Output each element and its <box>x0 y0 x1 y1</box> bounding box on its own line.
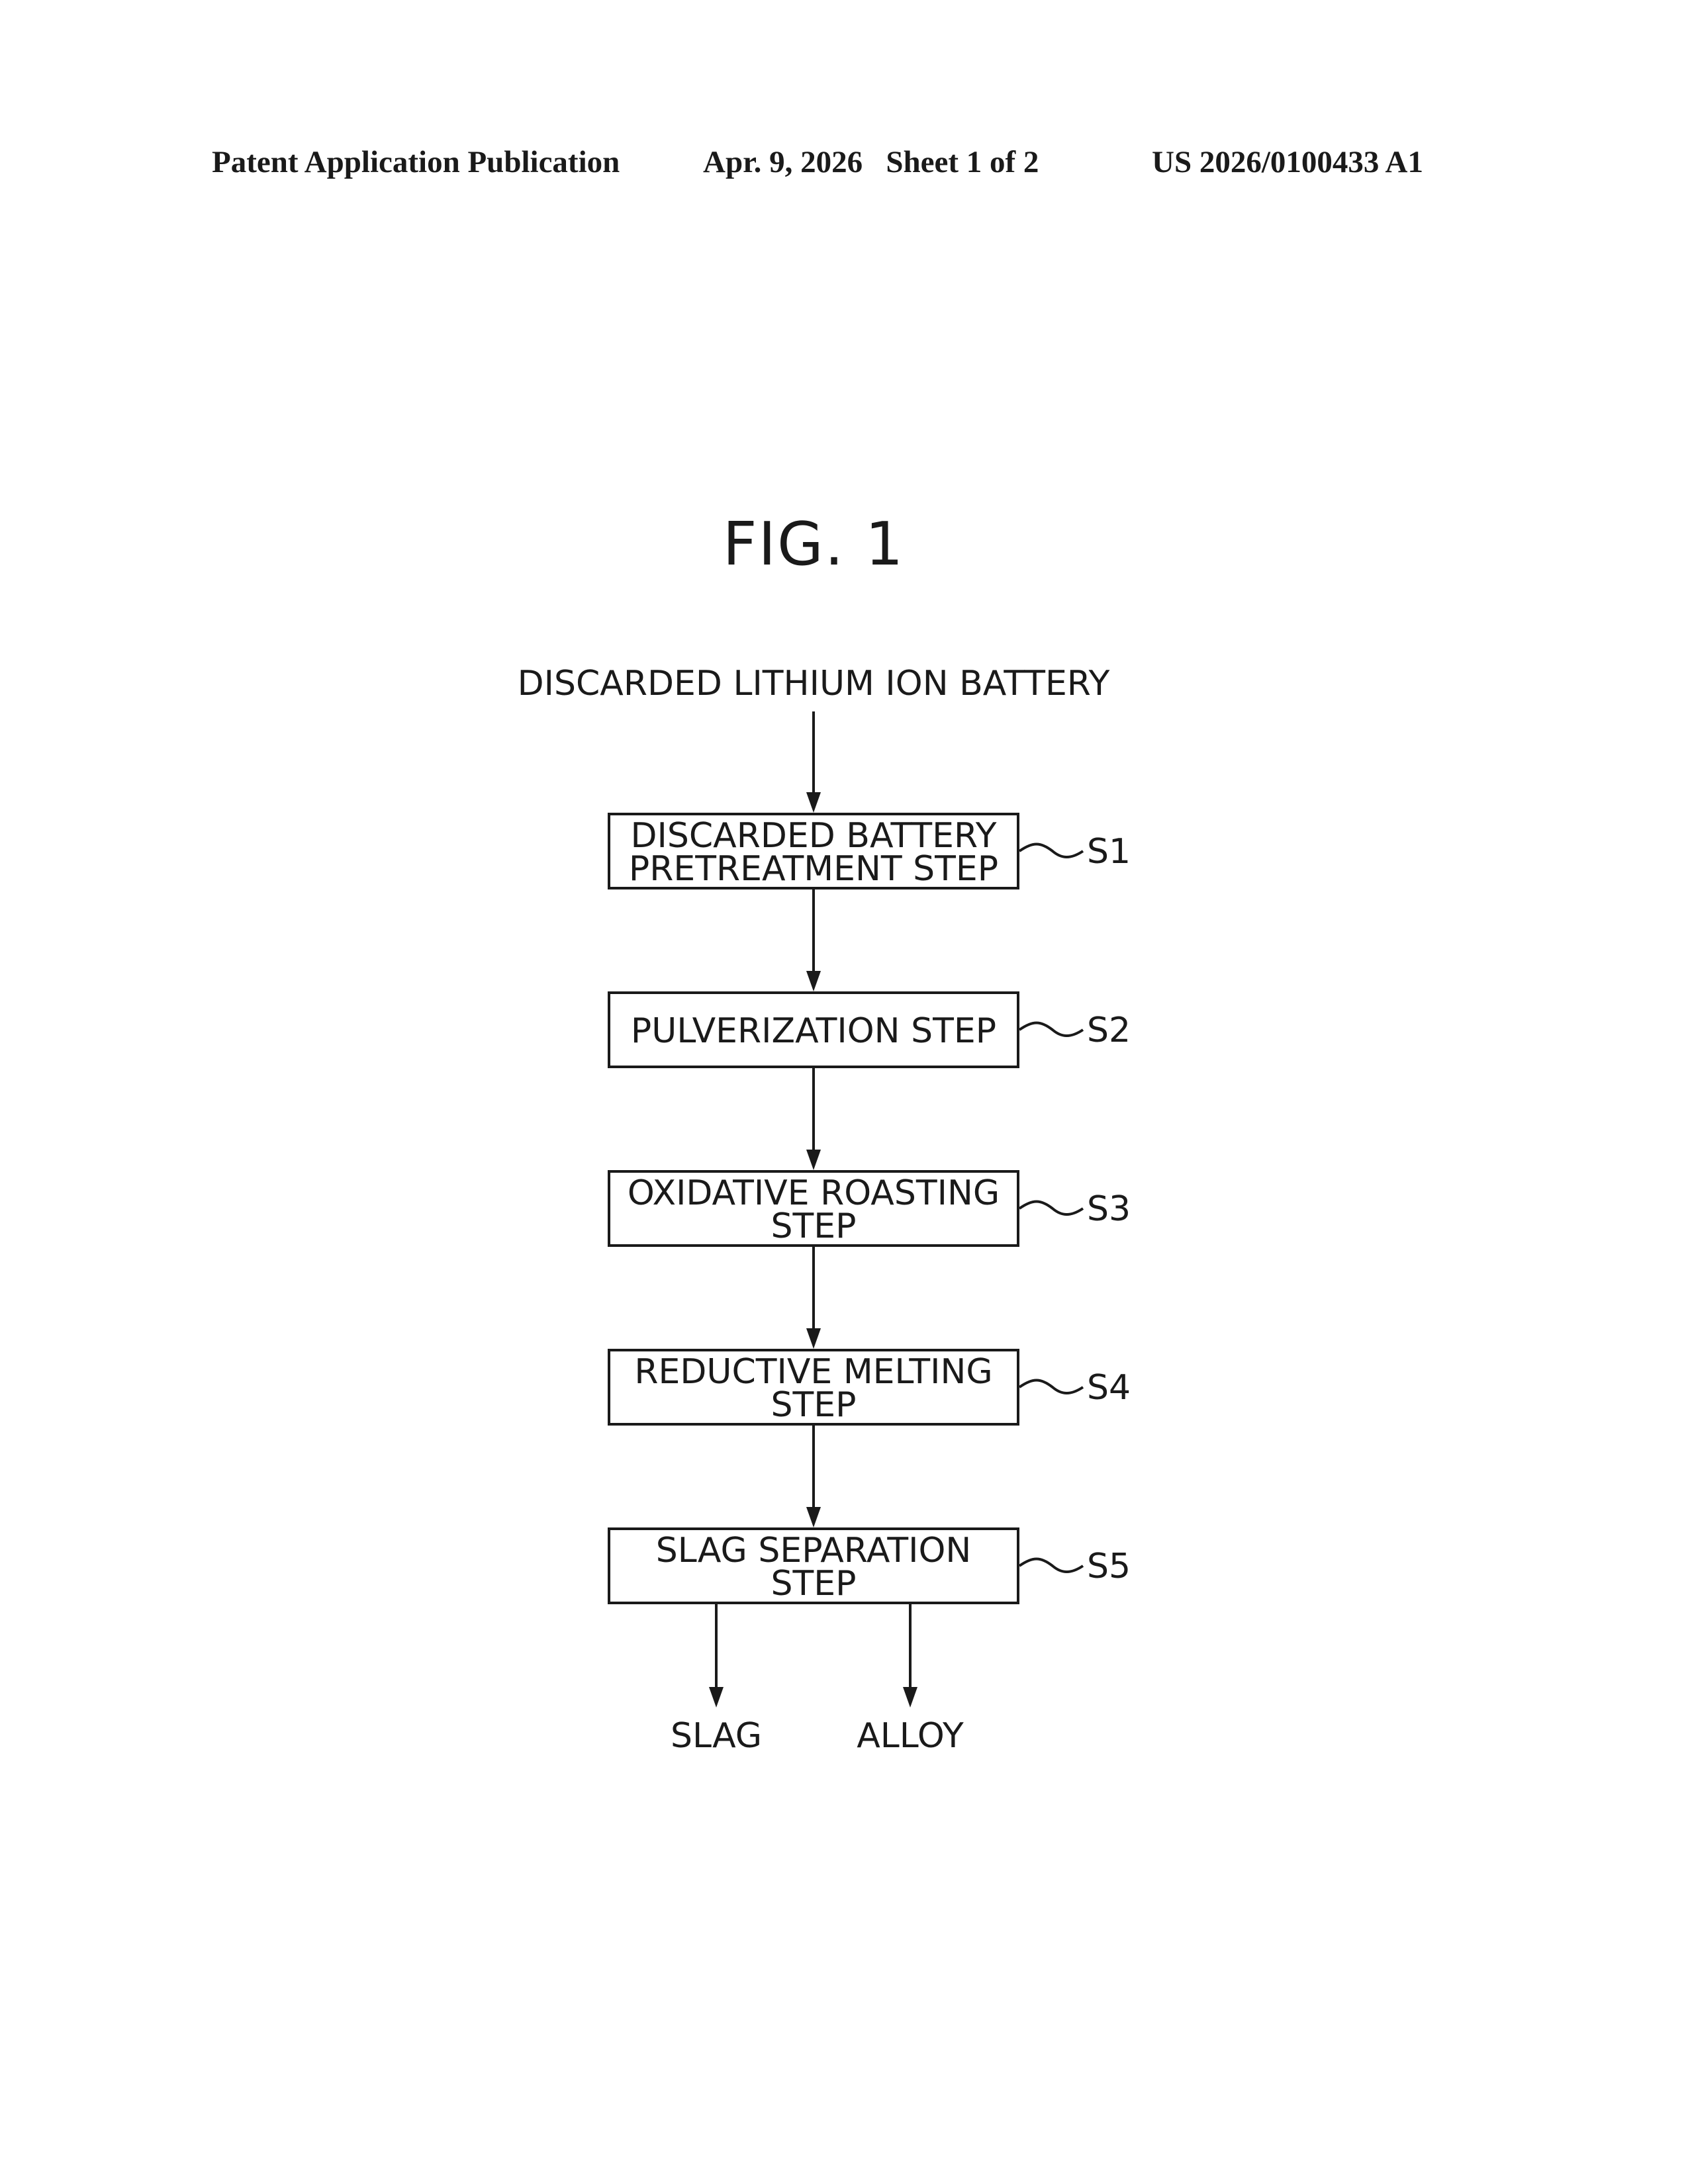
output-alloy: ALLOY <box>857 1716 964 1756</box>
step-ref-s4: S4 <box>1087 1368 1131 1408</box>
step-s2-line-1: PULVERIZATION STEP <box>631 1011 996 1051</box>
arrowhead <box>903 1687 917 1707</box>
step-ref-s2: S2 <box>1087 1011 1131 1050</box>
leader-s2 <box>1019 1023 1083 1036</box>
leader-s3 <box>1019 1202 1083 1215</box>
arrowhead <box>806 1328 821 1349</box>
input-label: DISCARDED LITHIUM ION BATTERY <box>518 664 1110 704</box>
arrowhead <box>709 1687 724 1707</box>
step-ref-s1: S1 <box>1087 832 1131 872</box>
step-s3-line-2: STEP <box>771 1206 857 1246</box>
arrowhead <box>806 971 821 991</box>
arrowhead <box>806 1150 821 1170</box>
output-slag: SLAG <box>671 1716 762 1756</box>
arrowhead <box>806 792 821 813</box>
step-ref-s3: S3 <box>1087 1189 1131 1229</box>
step-s5-line-2: STEP <box>771 1564 857 1604</box>
arrowhead <box>806 1507 821 1527</box>
step-s4-line-2: STEP <box>771 1385 857 1425</box>
step-ref-s5: S5 <box>1087 1547 1131 1586</box>
step-s1-line-2: PRETREATMENT STEP <box>629 849 998 889</box>
leader-s5 <box>1019 1559 1083 1572</box>
leader-s4 <box>1019 1381 1083 1394</box>
leader-s1 <box>1019 844 1083 858</box>
